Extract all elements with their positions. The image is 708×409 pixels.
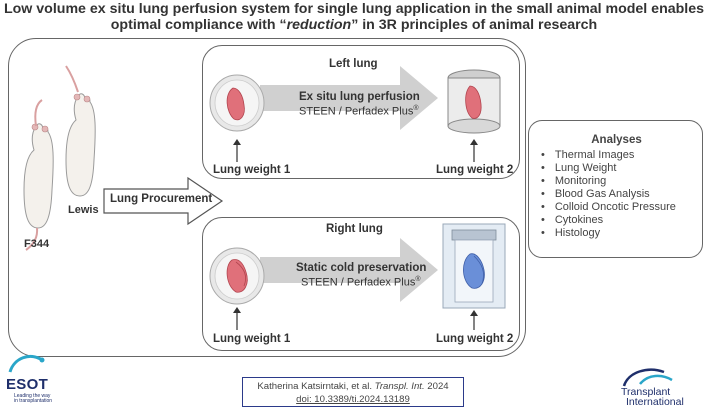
left-process-arrow: [260, 66, 438, 130]
right-process-arrow: [260, 238, 438, 302]
analyses-item: Histology: [541, 227, 676, 240]
analyses-list: Thermal Images Lung Weight Monitoring Bl…: [541, 149, 676, 240]
figure-title: Low volume ex situ lung perfusion system…: [0, 1, 708, 33]
analyses-panel: Analyses Thermal Images Lung Weight Moni…: [528, 120, 703, 258]
left-method-label: Ex situ lung perfusion: [299, 91, 420, 103]
rat-tail-icon: [34, 99, 43, 127]
right-weight1-label: Lung weight 1: [213, 333, 291, 345]
esot-logo-text: ESOT: [6, 376, 49, 393]
rat-label-f344: F344: [24, 238, 50, 250]
citation-doi-link[interactable]: doi: 10.3389/ti.2024.13189: [296, 394, 410, 405]
left-petri-dish-icon: [209, 74, 265, 132]
rat-lewis-icon: [65, 65, 96, 197]
left-solution-label: STEEN / Perfadex Plus®: [299, 105, 419, 118]
analyses-item: Blood Gas Analysis: [541, 188, 676, 201]
right-petri-dish-icon: [209, 247, 265, 305]
analyses-item: Thermal Images: [541, 149, 676, 162]
title-line-1: Low volume ex situ lung perfusion system…: [3, 1, 705, 17]
perfusion-jar-icon: [447, 69, 501, 134]
right-lung-label: Right lung: [326, 223, 383, 235]
analyses-item: Monitoring: [541, 175, 676, 188]
left-weight2-arrow: [470, 139, 478, 162]
falcon-tube-icon: [442, 223, 506, 309]
right-solution-label: STEEN / Perfadex Plus®: [301, 276, 421, 289]
rat-label-lewis: Lewis: [68, 204, 99, 216]
rat-f344-icon: [23, 123, 54, 251]
left-weight1-arrow: [233, 139, 241, 162]
analyses-title: Analyses: [591, 134, 642, 146]
ti-logo-text-1: Transplant: [621, 386, 671, 398]
right-weight1-arrow: [233, 307, 241, 330]
analyses-item: Cytokines: [541, 214, 676, 227]
citation-box: Katherina Katsirntaki, et al. Transpl. I…: [242, 377, 464, 407]
right-weight2-arrow: [470, 310, 478, 330]
right-method-label: Static cold preservation: [296, 262, 427, 274]
analyses-item: Colloid Oncotic Pressure: [541, 201, 676, 214]
ti-logo-text-2: International: [626, 396, 684, 408]
citation-authors: Katherina Katsirntaki, et al. Transpl. I…: [257, 381, 449, 392]
outer-frame: [8, 38, 526, 357]
transplant-international-logo-icon: [622, 368, 673, 387]
title-emphasis: reduction: [286, 17, 352, 33]
esot-logo-icon: [8, 355, 45, 373]
procurement-arrow: [103, 176, 224, 226]
title-line-2: optimal compliance with “reduction” in 3…: [110, 17, 598, 33]
left-weight1-label: Lung weight 1: [213, 164, 291, 176]
analyses-item: Lung Weight: [541, 162, 676, 175]
left-lung-label: Left lung: [329, 58, 378, 70]
left-weight2-label: Lung weight 2: [436, 164, 514, 176]
right-weight2-label: Lung weight 2: [436, 333, 514, 345]
procurement-label: Lung Procurement: [110, 193, 213, 205]
